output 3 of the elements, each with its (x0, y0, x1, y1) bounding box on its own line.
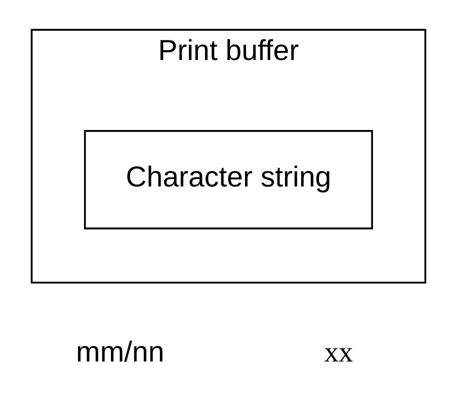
node-box: Character string (84, 130, 372, 230)
label: xx (324, 336, 353, 369)
label: mm/nn (76, 336, 164, 369)
